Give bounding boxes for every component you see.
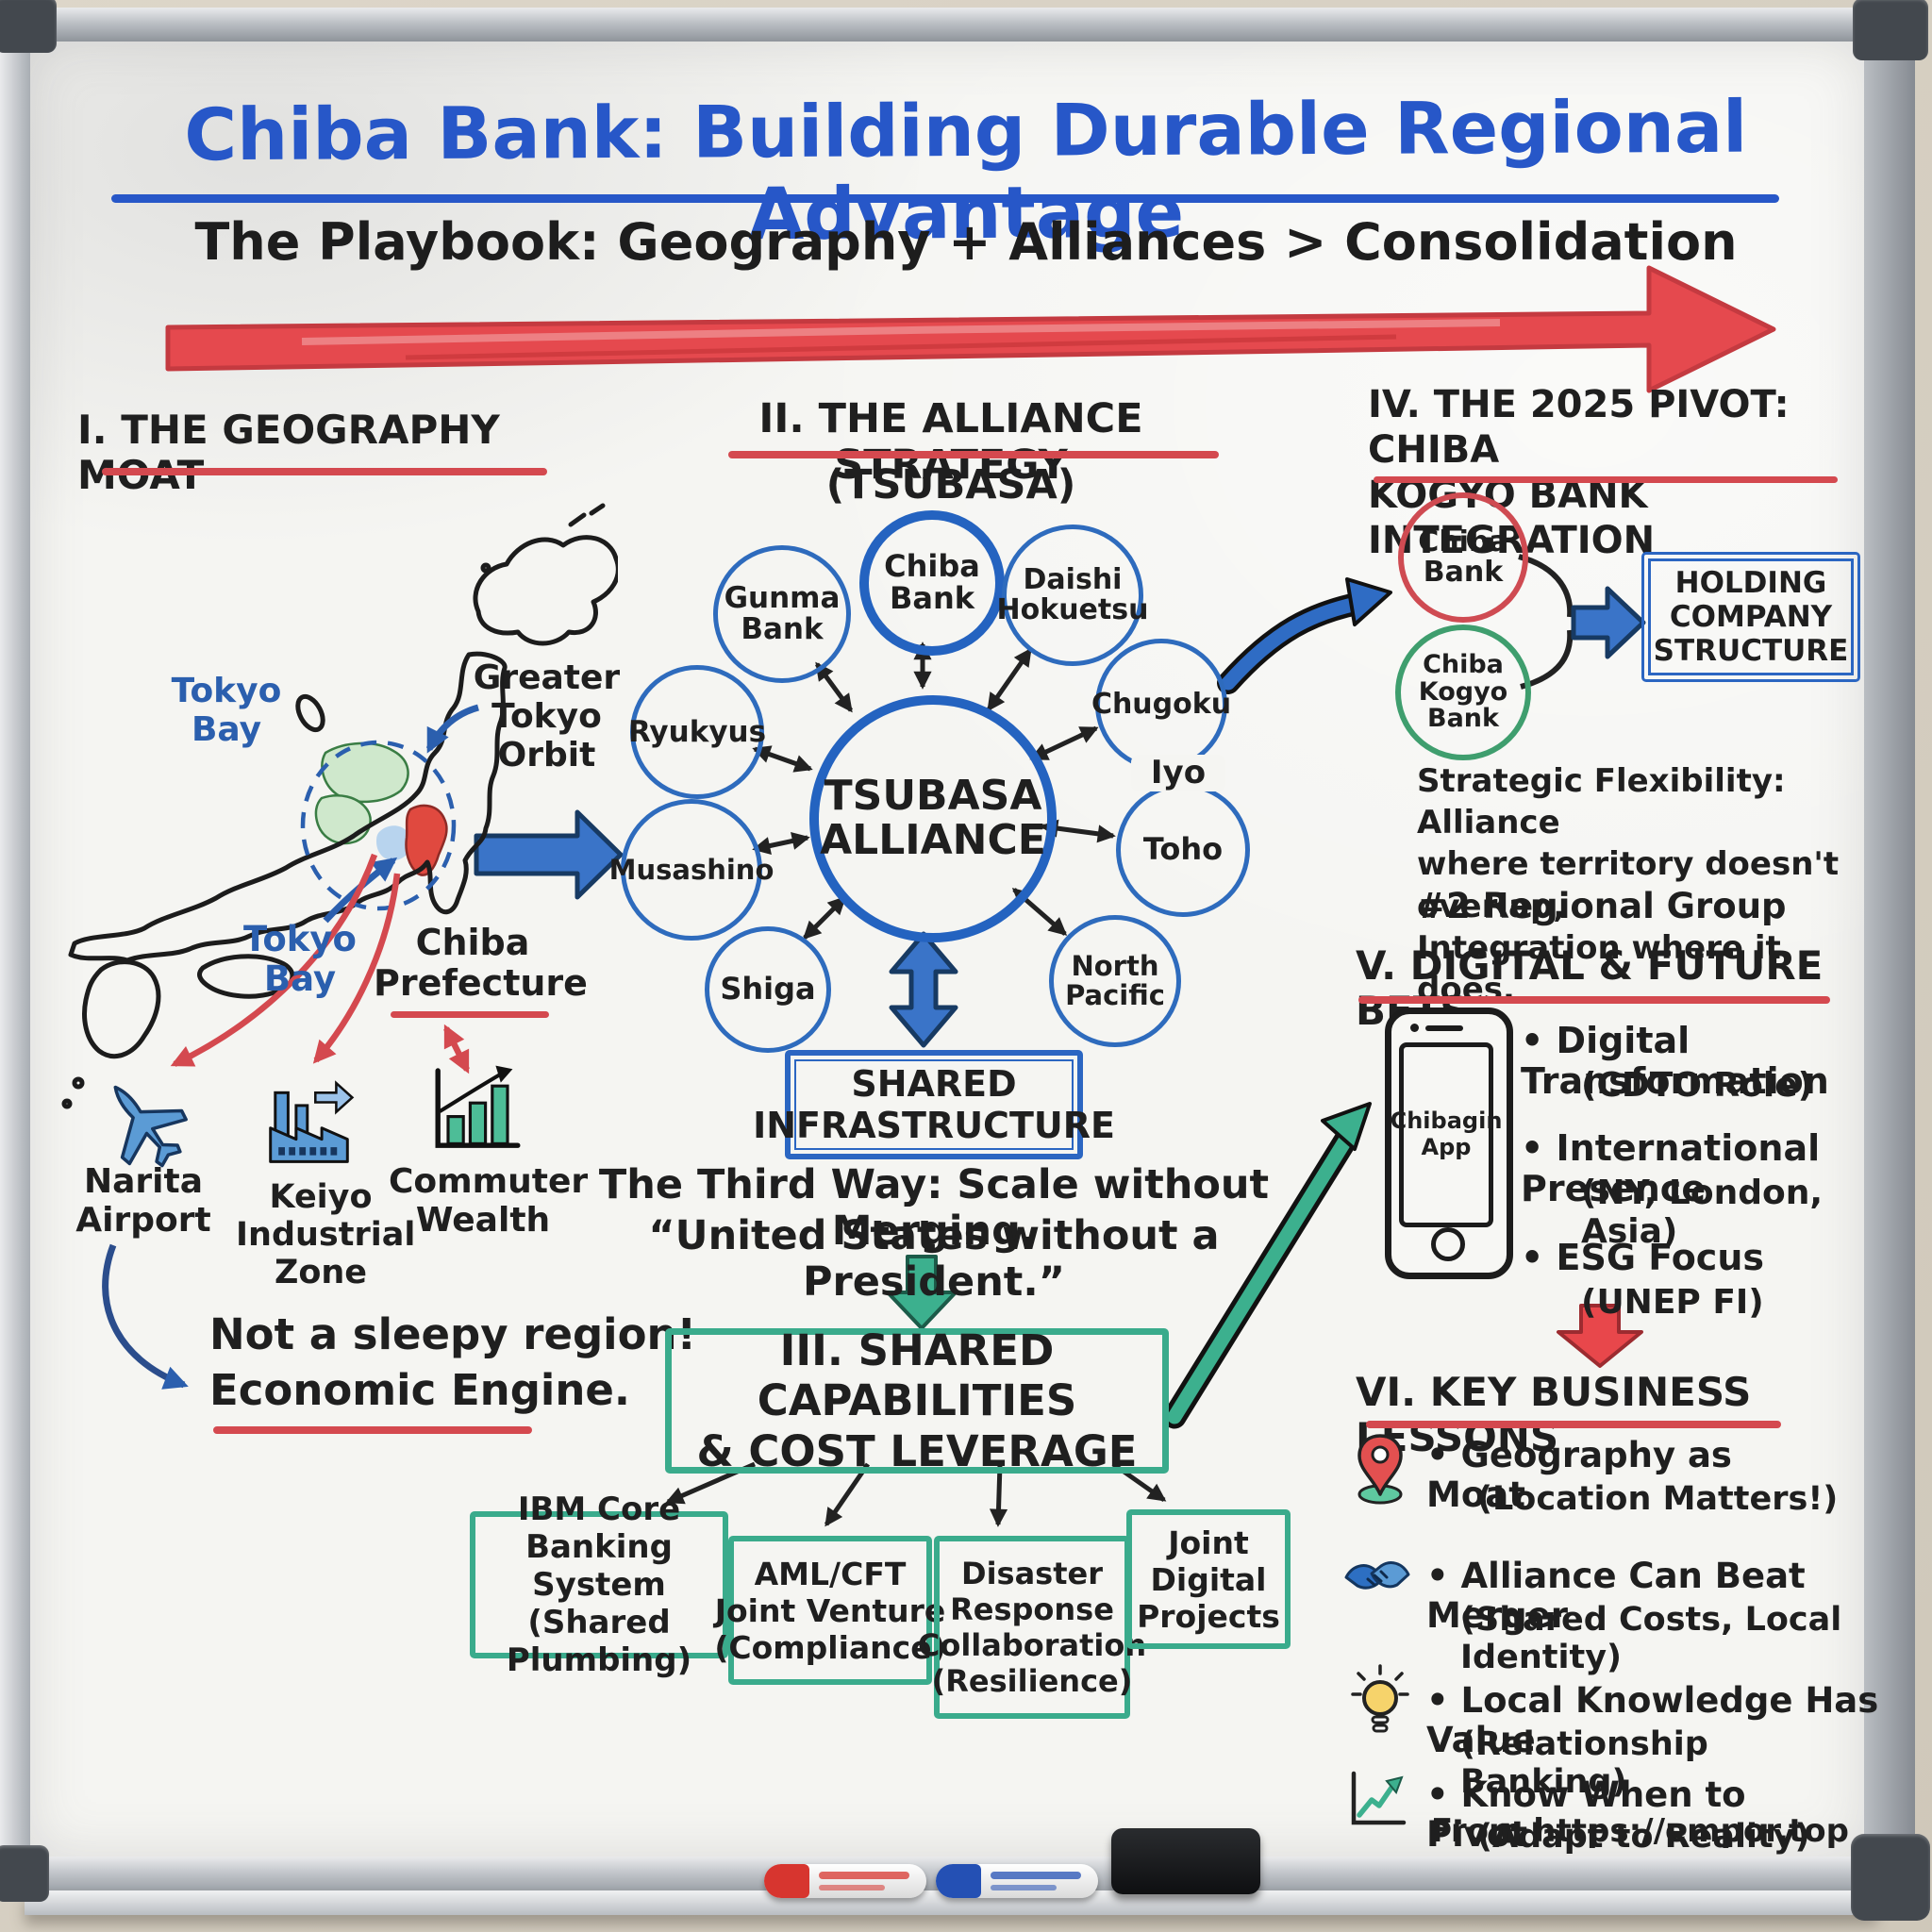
lesson-4: Know When to Pivot — [1426, 1774, 1841, 1855]
frame-left — [0, 8, 30, 1896]
red-marker-label — [819, 1885, 885, 1890]
capability-box-joint-digital: Joint Digital Projects — [1126, 1509, 1291, 1649]
blue-marker — [936, 1864, 1098, 1898]
phone-camera-dot — [1410, 1024, 1419, 1032]
digital-bullet-1: Digital Transformation — [1521, 1020, 1898, 1103]
section2-heading: II. THE ALLIANCE STRATEGY — [758, 395, 1143, 490]
strategic-flexibility-note: Strategic Flexibility: Alliance where te… — [1417, 762, 1840, 1008]
capability-box-disaster: Disaster Response Collaboration (Resilie… — [918, 1536, 1146, 1719]
frame-corner-cap — [0, 0, 57, 53]
digital-bullet-1-sub: (CDTO Role) — [1581, 1066, 1814, 1105]
title-underline — [111, 194, 1779, 203]
member-circle-shiga: Shiga — [705, 926, 831, 1053]
digital-bullet-3: ESG Focus — [1521, 1237, 1898, 1278]
capability-box-ibm: IBM Core Banking System (Shared Plumbing… — [470, 1491, 728, 1679]
label-narita-airport: Narita Airport — [75, 1162, 211, 1241]
phone-icon: Chibagin App — [1385, 1008, 1513, 1279]
chiba-prefecture-underline — [391, 1011, 549, 1018]
lesson-2: Alliance Can Beat Merger — [1426, 1556, 1870, 1636]
regional-group-note: #2 Regional Group — [1417, 886, 1787, 926]
frame-right — [1864, 8, 1915, 1896]
member-circle-ryukyus: Ryukyus — [628, 665, 766, 799]
geography-conclusion: Not a sleepy region! Economic Engine. — [209, 1309, 697, 1415]
member-label-iyo: Iyo — [1131, 755, 1225, 791]
whiteboard-eraser — [1111, 1828, 1260, 1894]
economic-engine-underline — [213, 1426, 532, 1434]
label-keiyo-industrial-zone: Keiyo Industrial Zone — [236, 1178, 416, 1291]
section1-heading: I. THE GEOGRAPHY MOAT — [77, 407, 500, 498]
member-circle-chugoku: Chugoku — [1091, 639, 1231, 771]
member-circle-gunma: Gunma Bank — [713, 545, 851, 683]
capability-box-aml: AML/CFT Joint Venture (Compliance) — [714, 1536, 946, 1685]
red-marker-cap — [764, 1864, 809, 1898]
phone-home-button — [1431, 1227, 1465, 1261]
section3-heading-box: III. SHARED CAPABILITIES & COST LEVERAGE — [665, 1325, 1169, 1476]
blue-marker-label — [991, 1872, 1081, 1879]
chibagin-app-screen: Chibagin App — [1391, 1042, 1502, 1227]
lesson-2-sub: (Shared Costs, Local Identity) — [1460, 1601, 1842, 1676]
member-circle-north-pacific: North Pacific — [1049, 915, 1181, 1047]
section1-underline — [102, 468, 547, 475]
lesson-3: Local Knowledge Has Value — [1426, 1680, 1879, 1760]
holding-company-box: HOLDING COMPANY STRUCTURE — [1641, 552, 1860, 682]
member-circle-toho: Toho — [1116, 783, 1250, 917]
page-subtitle: The Playbook: Geography + Alliances > Co… — [194, 212, 1738, 272]
lesson-1: Geography as Moat — [1426, 1435, 1841, 1515]
lesson-4-sub: (Adapt to Reality) — [1477, 1818, 1810, 1856]
pivot-circle-chiba-bank: Chiba Bank — [1398, 492, 1528, 623]
red-marker-label — [819, 1872, 909, 1879]
third-way-line1: The Third Way: Scale without Merging. — [598, 1161, 1270, 1256]
section6-underline — [1366, 1421, 1781, 1428]
frame-corner-cap — [1851, 1834, 1930, 1921]
blue-marker-cap — [936, 1864, 981, 1898]
digital-bullet-2: International Presence — [1521, 1127, 1898, 1210]
pivot-circle-chiba-kogyo: Chiba Kogyo Bank — [1395, 625, 1531, 760]
label-tokyo-bay-upper: Tokyo Bay — [171, 672, 282, 750]
third-way-line2: “United States without a President.” — [648, 1212, 1220, 1307]
member-circle-musashino: Musashino — [609, 799, 774, 941]
red-marker — [764, 1864, 926, 1898]
frame-top — [0, 8, 1915, 42]
section4-underline — [1374, 476, 1838, 483]
section2-subheading: (TSUBASA) — [825, 461, 1076, 508]
label-chiba-prefecture: Chiba Prefecture — [374, 922, 588, 1005]
blue-marker-label — [991, 1885, 1057, 1890]
member-circle-daishi-hokuetsu: Daishi Hokuetsu — [997, 525, 1148, 666]
label-commuter-wealth: Commuter Wealth — [389, 1162, 589, 1241]
frame-corner-cap — [1853, 0, 1928, 60]
attribution: From https://empor.top — [1430, 1812, 1849, 1850]
section5-underline — [1358, 996, 1830, 1004]
digital-bullet-3-sub: (UNEP FI) — [1581, 1283, 1764, 1322]
digital-bullet-2-sub: (NY, London, Asia) — [1581, 1174, 1824, 1252]
frame-corner-cap — [0, 1845, 49, 1902]
shared-infrastructure-box: SHARED INFRASTRUCTURE — [753, 1050, 1115, 1159]
tsubasa-alliance-hub: TSUBASA ALLIANCE — [809, 695, 1057, 942]
phone-speaker-bar — [1425, 1025, 1463, 1031]
lesson-1-sub: (Location Matters!) — [1477, 1480, 1839, 1518]
member-circle-chiba-bank: Chiba Bank — [859, 510, 1005, 656]
label-greater-tokyo-orbit: Greater Tokyo Orbit — [473, 658, 621, 775]
section2-underline — [728, 451, 1219, 458]
label-tokyo-bay-lower: Tokyo Bay — [243, 919, 357, 1000]
